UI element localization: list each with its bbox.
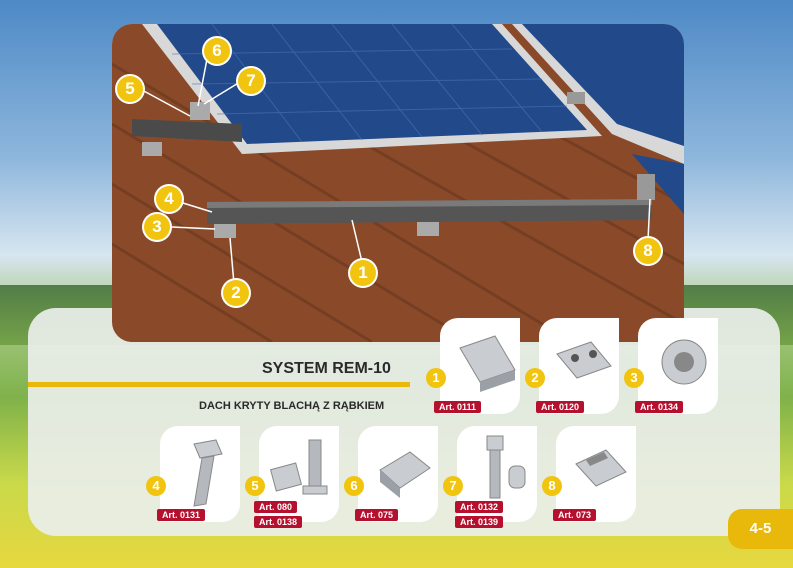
part-number-6: 6 bbox=[344, 476, 364, 496]
callout-3: 3 bbox=[144, 214, 170, 240]
part-art-5b: Art. 0138 bbox=[254, 516, 303, 528]
part-number-4: 4 bbox=[146, 476, 166, 496]
callout-7: 7 bbox=[238, 68, 264, 94]
callout-5: 5 bbox=[117, 76, 143, 102]
part-art-7b: Art. 0139 bbox=[455, 516, 504, 528]
part-card-4 bbox=[160, 426, 240, 522]
title-underline bbox=[28, 382, 410, 387]
page-number-badge: 4-5 bbox=[728, 509, 793, 549]
roof-clamp-icon bbox=[556, 341, 612, 379]
page-title: SYSTEM REM-10 bbox=[262, 360, 391, 377]
part-art-5a: Art. 080 bbox=[254, 501, 298, 513]
part-number-8: 8 bbox=[542, 476, 562, 496]
part-art-3: Art. 0134 bbox=[635, 401, 684, 413]
installation-photo: 1 2 3 4 5 6 7 8 bbox=[112, 24, 684, 342]
callout-4: 4 bbox=[156, 186, 182, 212]
part-card-1 bbox=[440, 318, 520, 414]
callout-8: 8 bbox=[635, 238, 661, 264]
page-subtitle: DACH KRYTY BLACHĄ Z RĄBKIEM bbox=[199, 400, 385, 412]
part-number-5: 5 bbox=[245, 476, 265, 496]
roof-illustration bbox=[112, 24, 684, 342]
part-number-3: 3 bbox=[624, 368, 644, 388]
part-number-2: 2 bbox=[525, 368, 545, 388]
part-art-8: Art. 073 bbox=[553, 509, 597, 521]
callout-1: 1 bbox=[350, 260, 376, 286]
end-clamp-icon bbox=[379, 451, 431, 498]
part-card-3 bbox=[638, 318, 718, 414]
mid-clamp-icon bbox=[575, 449, 627, 487]
part-number-1: 1 bbox=[426, 368, 446, 388]
part-number-7: 7 bbox=[443, 476, 463, 496]
callout-6: 6 bbox=[204, 38, 230, 64]
slot-nut-bolt-icon bbox=[269, 439, 328, 495]
part-art-2: Art. 0120 bbox=[536, 401, 585, 413]
callout-2: 2 bbox=[223, 280, 249, 306]
rail-profile-icon bbox=[459, 335, 516, 392]
part-art-4: Art. 0131 bbox=[157, 509, 206, 521]
part-art-7a: Art. 0132 bbox=[455, 501, 504, 513]
part-card-2 bbox=[539, 318, 619, 414]
bolt-icon bbox=[193, 439, 223, 507]
part-art-1: Art. 0111 bbox=[434, 401, 482, 413]
part-card-8 bbox=[556, 426, 636, 522]
screw-and-nut-icon bbox=[486, 435, 526, 499]
nut-icon bbox=[661, 339, 707, 385]
part-card-6 bbox=[358, 426, 438, 522]
part-art-6: Art. 075 bbox=[355, 509, 399, 521]
